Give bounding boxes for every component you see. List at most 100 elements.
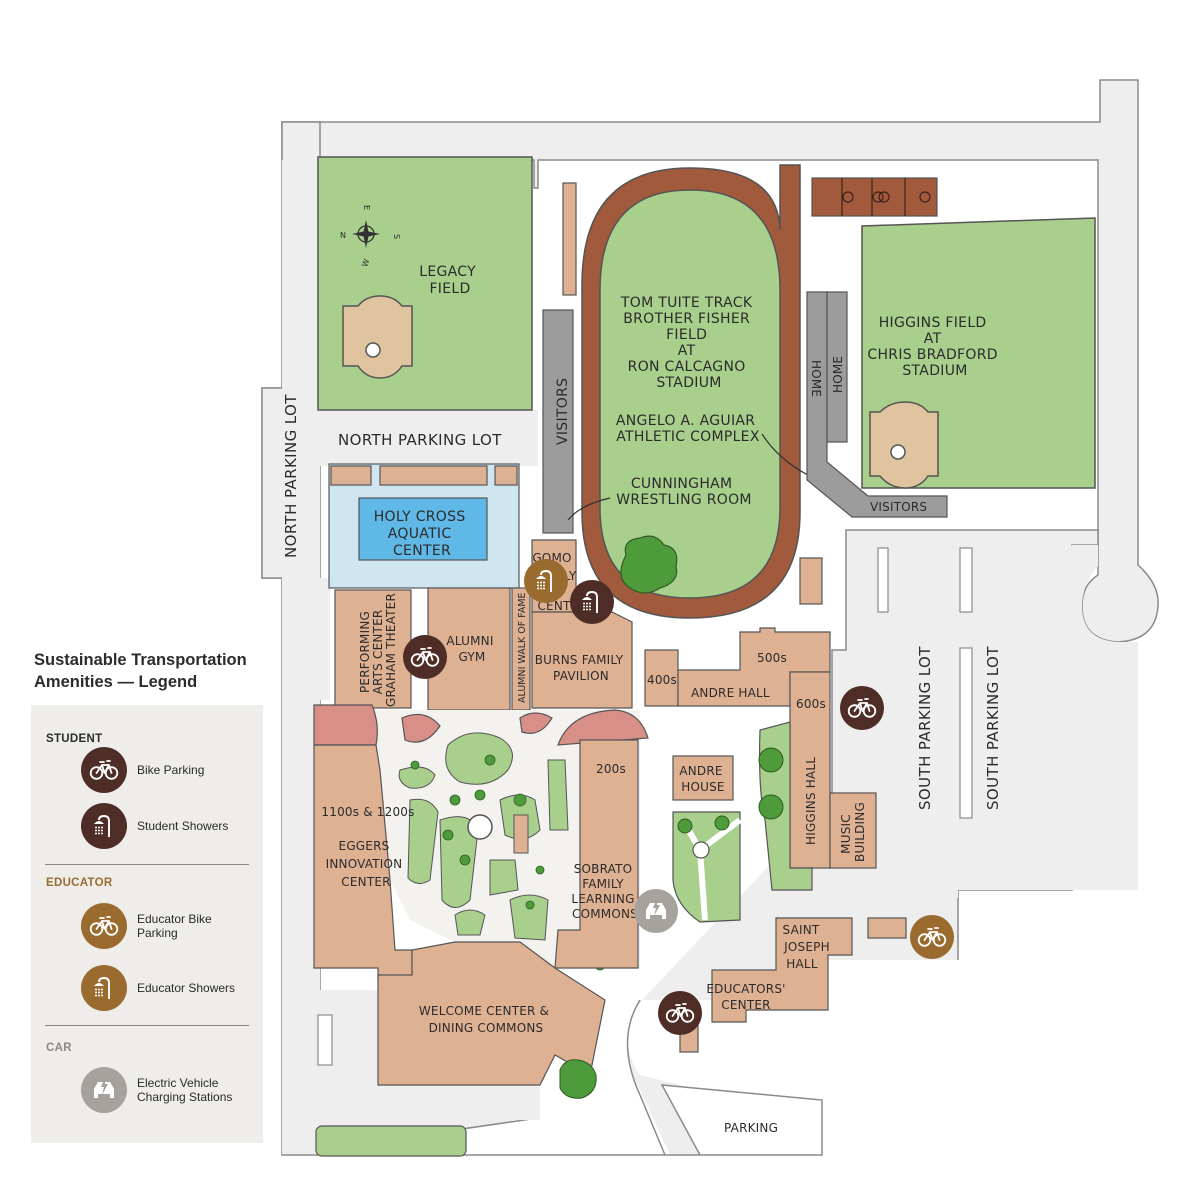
quad-bench — [513, 814, 529, 854]
legend-item-bike-parking: Bike Parking — [81, 747, 247, 793]
home-label-1: HOME — [809, 360, 823, 397]
room-400s-label: 400s — [647, 673, 677, 687]
legacy-field-label: LEGACY FIELD — [419, 264, 480, 297]
east-trees — [677, 747, 784, 834]
stadium-label: TOM TUITE TRACK BROTHER FISHER FIELD AT … — [620, 295, 757, 391]
legend: Sustainable Transportation Amenities — L… — [31, 649, 263, 1143]
visitors-east-label: VISITORS — [870, 500, 927, 514]
performing-arts-center — [334, 589, 412, 709]
home-label-2: HOME — [831, 356, 845, 393]
ev-charging-icon — [81, 1067, 127, 1113]
educator-bike-marker-south[interactable] — [910, 915, 954, 959]
saint-joseph-hall — [711, 917, 853, 1023]
higgins-hall-label: HIGGINS HALL — [804, 757, 818, 845]
compass-rose-icon: N E S W — [340, 205, 401, 268]
legend-panel: STUDENT Bike Parking Student Showers EDU… — [31, 705, 263, 1143]
legend-divider-2 — [45, 1025, 249, 1026]
visitors-west-label: VISITORS — [555, 378, 571, 445]
music-building — [829, 792, 877, 869]
legend-label-educator-bike-2: Parking — [137, 926, 178, 940]
sobrato-commons — [554, 739, 639, 969]
shower-icon — [81, 965, 127, 1011]
north-parking-lot-vertical-label: NORTH PARKING LOT — [282, 394, 300, 558]
saint-joseph-label: SAINT JOSEPH HALL — [783, 923, 834, 971]
legend-label-student-showers: Student Showers — [137, 818, 229, 833]
compass-n: N — [340, 231, 346, 240]
higgins-field-label: HIGGINS FIELD AT CHRIS BRADFORD STADIUM — [867, 315, 1002, 379]
south-road-outline — [626, 898, 959, 1156]
andre-hall-label: ANDRE HALL — [691, 686, 770, 700]
higgins-diamond — [869, 401, 939, 489]
legend-item-educator-showers: Educator Showers — [81, 965, 247, 1011]
wrestling-room-label: CUNNINGHAM WRESTLING ROOM — [616, 476, 752, 508]
legend-title-line1: Sustainable Transportation — [34, 651, 247, 669]
aquatic-center-label: HOLY CROSS AQUATIC CENTER — [374, 509, 471, 559]
legend-title-line2: Amenities — Legend — [34, 673, 198, 691]
bleacher-marks — [841, 178, 931, 216]
shower-icon — [81, 803, 127, 849]
south-small-bar — [867, 917, 907, 939]
sobrato-label: SOBRATO FAMILY LEARNING COMMONS — [571, 862, 638, 921]
parking-area — [660, 1084, 823, 1156]
student-bike-marker-gym[interactable] — [403, 635, 447, 679]
visitors-stands-west — [542, 309, 574, 534]
student-bike-marker-educators[interactable] — [658, 991, 702, 1035]
educator-shower-marker[interactable] — [524, 559, 568, 603]
higgins-pitch-mound — [890, 444, 906, 460]
west-road — [282, 160, 320, 1155]
north-lot-horizontal — [320, 410, 538, 466]
stall-markers — [317, 547, 973, 1066]
legend-label-bike-parking: Bike Parking — [137, 762, 205, 777]
higgins-hall — [789, 671, 831, 869]
legend-item-educator-bike: Educator Bike Parking — [81, 903, 247, 949]
andre-house — [672, 755, 734, 801]
wrestling-pointer — [567, 497, 611, 521]
compass-s: S — [392, 234, 401, 239]
quad-fountain — [467, 814, 493, 840]
legend-item-student-showers: Student Showers — [81, 803, 247, 849]
walk-of-fame-label: ALUMNI WALK OF FAME — [517, 592, 528, 703]
legend-label-educator-showers: Educator Showers — [137, 980, 236, 995]
room-200s-label: 200s — [596, 762, 626, 776]
bicycle-icon — [81, 903, 127, 949]
room-600s-label: 600s — [796, 697, 826, 711]
legend-group-car: CAR — [46, 1042, 72, 1054]
aquatic-tan-bars — [330, 465, 518, 486]
burns-pavilion-label: BURNS FAMILY PAVILION — [535, 653, 628, 683]
legacy-diamond — [342, 295, 413, 379]
parking-label: PARKING — [724, 1121, 778, 1135]
track-infield — [599, 189, 781, 599]
garden-roundabout — [692, 841, 710, 859]
legend-divider-1 — [45, 864, 249, 865]
educators-center-label: EDUCATORS' CENTER — [706, 982, 789, 1012]
north-parking-lot-label: NORTH PARKING LOT — [338, 431, 502, 449]
legend-label-educator-bike: Educator Bike Parking — [137, 912, 247, 941]
legend-label-ev-1: Electric Vehicle — [137, 1075, 219, 1090]
bleacher-bar — [811, 177, 938, 217]
room-500s-label: 500s — [757, 651, 787, 665]
south-road — [627, 545, 1138, 1155]
bottom-green-strip — [315, 1125, 467, 1157]
welcome-tree — [559, 1059, 597, 1099]
legend-label-educator-bike-1: Educator Bike — [137, 911, 212, 926]
student-shower-marker[interactable] — [570, 580, 614, 624]
ev-charging-marker[interactable] — [634, 889, 678, 933]
legend-group-student: STUDENT — [46, 733, 103, 745]
eggers-label: 1100s & 1200s EGGERS INNOVATION CENTER — [321, 805, 418, 889]
quad-pink-areas — [313, 704, 649, 746]
south-parking-lot-label-1: SOUTH PARKING LOT — [916, 646, 934, 810]
welcome-center — [377, 941, 606, 1086]
east-small-bar — [799, 557, 823, 605]
compass-w: W — [360, 258, 371, 269]
quad-lawns — [398, 732, 569, 941]
student-bike-marker-higgins[interactable] — [840, 686, 884, 730]
alumni-gym-label: ALUMNI GYM — [446, 634, 497, 664]
legend-group-educator: EDUCATOR — [46, 877, 113, 889]
legend-label-ev-2: Charging Stations — [137, 1090, 233, 1104]
athletic-complex-label: ANGELO A. AGUIAR ATHLETIC COMPLEX — [616, 413, 760, 445]
legend-item-ev-charging: Electric Vehicle Charging Stations — [81, 1067, 247, 1113]
pool — [358, 497, 488, 561]
performing-arts-label: PERFORMING ARTS CENTER GRAHAM THEATER — [358, 593, 398, 707]
legacy-pitch-mound — [365, 342, 381, 358]
